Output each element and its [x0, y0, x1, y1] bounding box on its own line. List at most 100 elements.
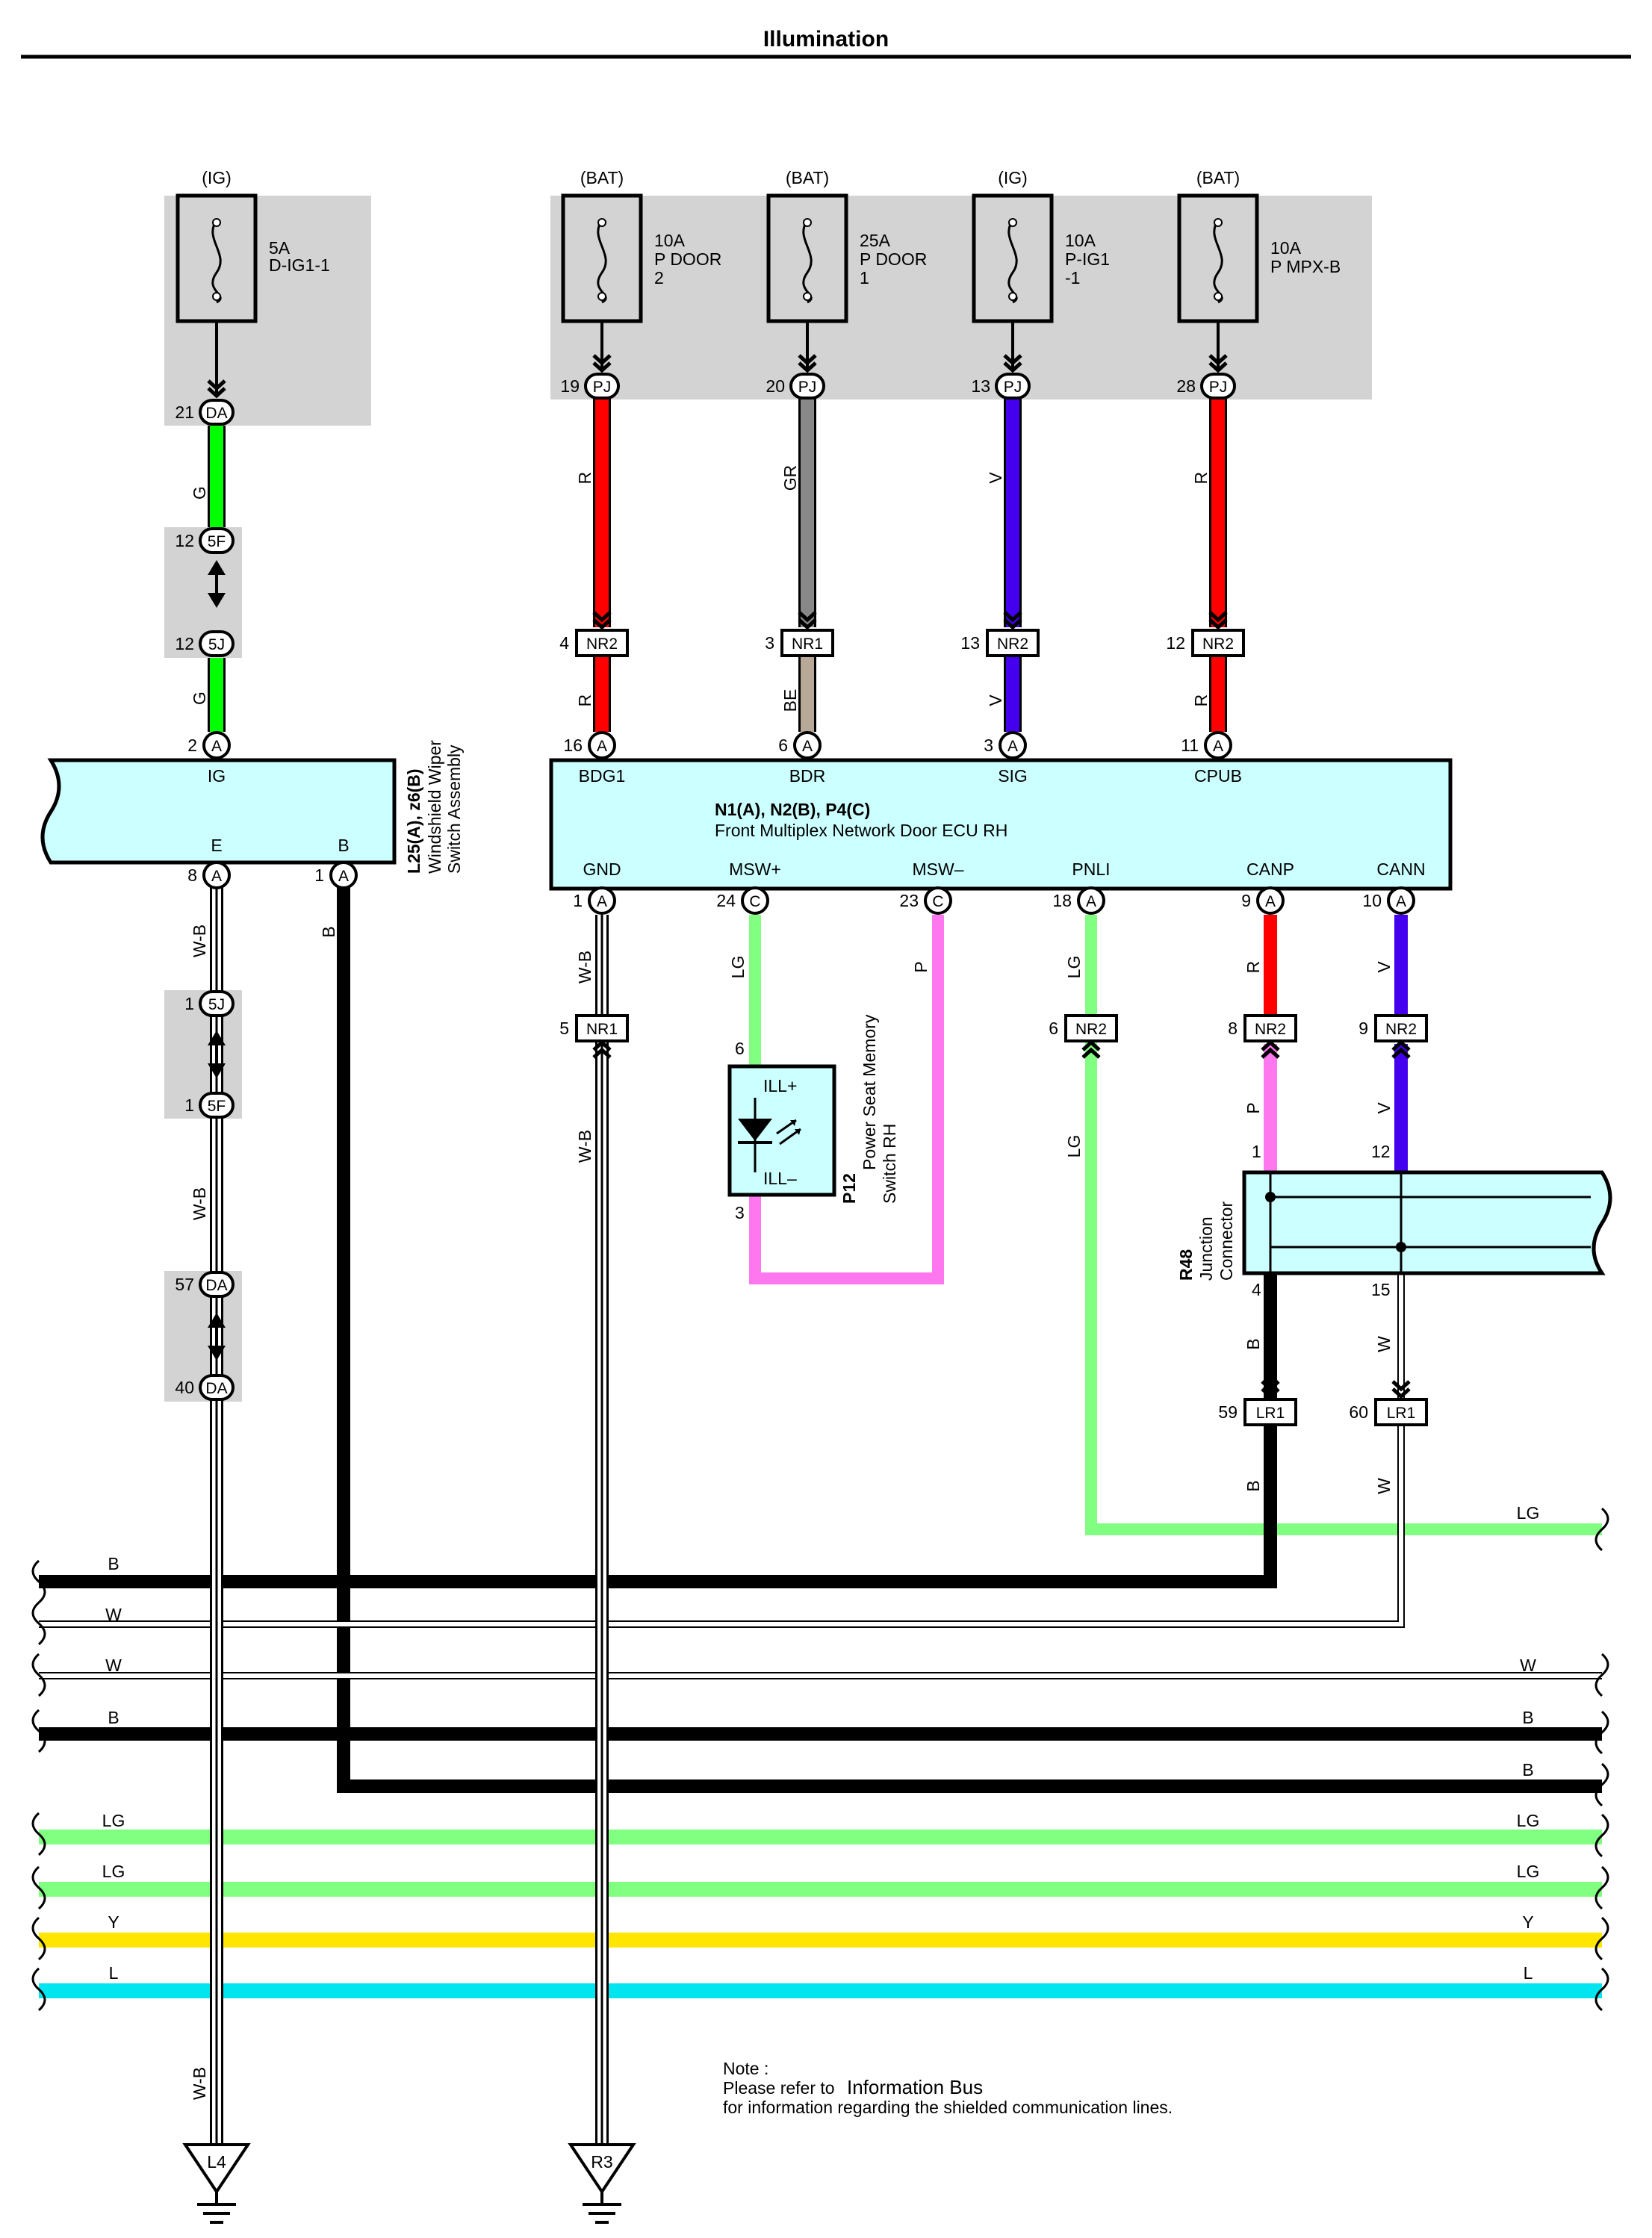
arrow-icon	[1391, 1380, 1411, 1392]
connector-code: 5J	[208, 996, 225, 1013]
ecu-terminal-canp: CANP	[1246, 860, 1294, 879]
wire-color-label: V	[986, 694, 1005, 706]
bus-label-left: W	[105, 1605, 122, 1624]
fuse-name-2: 1	[860, 268, 869, 287]
note-line-1b: Information Bus	[847, 2076, 983, 2098]
ground-label-l4: L4	[207, 2152, 226, 2172]
front-multiplex-door-ecu-rh: BDG1 BDR SIG CPUB N1(A), N2(B), P4(C) Fr…	[549, 758, 1453, 891]
connector-pin: 19	[560, 376, 580, 396]
connector-pin: 24	[716, 891, 736, 910]
connector-code: NR2	[1075, 1021, 1107, 1038]
connector-code: A	[597, 738, 607, 755]
wire-b-wiper	[337, 885, 1602, 1793]
wire-color-label: W-B	[575, 951, 594, 983]
connector-pin: 12	[175, 531, 194, 550]
arrow-icon	[798, 618, 817, 630]
arrow-icon	[1261, 1047, 1280, 1059]
arrow-icon	[1208, 354, 1228, 366]
splice-down-icon	[208, 1346, 226, 1361]
wire-color-label: B	[1243, 1338, 1263, 1349]
connector-nr2-pin-13: NR2 13	[960, 629, 1040, 657]
arrow-icon	[1261, 1380, 1280, 1392]
ground-l4: L4	[182, 2143, 251, 2224]
arrow-icon	[1081, 1039, 1101, 1051]
ecu-terminal-cann: CANN	[1376, 860, 1425, 879]
connector-pin: 28	[1176, 376, 1196, 396]
connector-code: A	[802, 738, 813, 755]
arrow-icon	[1391, 1039, 1411, 1051]
r48-pin-1: 1	[1252, 1142, 1261, 1161]
bus-label-right: L	[1524, 1963, 1533, 1983]
wire-color-label: LG	[1064, 1135, 1084, 1158]
p12-name: Power Seat Memory	[860, 1014, 879, 1170]
r48-pin-4: 4	[1252, 1280, 1261, 1299]
wire-color-label: R	[1191, 694, 1211, 707]
ecu-id: N1(A), N2(B), P4(C)	[715, 800, 870, 819]
connector-pin: 1	[573, 891, 583, 910]
arrow-icon	[592, 618, 612, 630]
p12-terminal-ill-minus: ILL–	[763, 1169, 797, 1188]
connector-pin: 8	[1228, 1019, 1238, 1038]
connector-pin: 9	[1241, 891, 1251, 910]
connector-pin: 18	[1052, 891, 1072, 910]
connector-pin: 13	[960, 633, 980, 653]
p12-id: P12	[839, 1173, 859, 1204]
connector-a-pin-6: A6	[778, 731, 822, 759]
arrow-icon	[1208, 618, 1228, 630]
fuse-rating: 10A	[1065, 231, 1096, 250]
connector-pin: 5	[559, 1019, 569, 1038]
connector-code: LR1	[1256, 1405, 1285, 1422]
wiper-id: L25(A), z6(B)	[404, 768, 423, 874]
wiper-terminal-b: B	[338, 836, 349, 855]
arrow-icon	[1391, 1387, 1411, 1399]
fuse-d-ig1-1: (IG) 5A D-IG1-1	[176, 168, 330, 323]
fuse-name-2: 2	[654, 268, 664, 287]
connector-5f-pin-1: 5F1	[184, 1092, 235, 1119]
connector-code: 5F	[208, 1098, 226, 1115]
bus-label-right: LG	[1517, 1862, 1540, 1881]
bus-label-left: LG	[102, 1862, 125, 1881]
connector-code: A	[211, 738, 222, 755]
fuse-block-main	[550, 196, 1372, 400]
arrow-icon	[798, 361, 817, 373]
connector-code: NR2	[1385, 1021, 1417, 1038]
wire-color-label: P	[911, 961, 931, 972]
connector-a-pin-18: A18	[1052, 886, 1105, 915]
connector-a-pin-16: A16	[563, 731, 616, 759]
fuse-name: P-IG1	[1065, 249, 1110, 269]
connector-pin: 60	[1349, 1402, 1368, 1422]
arrow-icon	[1261, 1039, 1280, 1051]
connector-code: NR1	[586, 1021, 618, 1038]
wire-color-label: V	[1374, 1102, 1394, 1114]
connector-pin: 6	[1049, 1019, 1058, 1038]
bus-label-right: Y	[1522, 1912, 1533, 1932]
wire-color-label: W	[1374, 1336, 1394, 1352]
wiper-name-2: Switch Assembly	[444, 745, 464, 874]
connector-code: A	[1213, 738, 1223, 755]
connector-nr2-pin-6: NR2 6	[1049, 1014, 1118, 1042]
fuse-p-door-1: (BAT) 25A P DOOR 1	[766, 168, 927, 323]
connector-code: A	[1396, 893, 1406, 910]
connector-code: DA	[205, 1380, 227, 1397]
connector-a-pin-1: A1	[314, 861, 358, 889]
arrow-icon	[798, 354, 817, 366]
arrow-icon	[1081, 1047, 1101, 1059]
ecu-terminal-bdr: BDR	[789, 766, 826, 786]
splice-up-icon	[208, 1313, 226, 1328]
power-seat-memory-switch-rh: ILL+ ILL– 6 3 P12 Power Seat Memory Swit…	[727, 1014, 899, 1222]
wire-color-label: BE	[780, 689, 800, 712]
connector-pin: 10	[1362, 891, 1382, 910]
connector-code: NR2	[997, 635, 1028, 653]
connector-pin: 12	[1166, 633, 1185, 653]
bus-labels: B W W W B B B LG LG LG LG Y Y L L LG	[102, 1503, 1540, 1983]
fuse-name: P MPX-B	[1270, 257, 1341, 276]
connector-pin: 23	[899, 891, 919, 910]
lg-right-label: LG	[1517, 1503, 1540, 1523]
